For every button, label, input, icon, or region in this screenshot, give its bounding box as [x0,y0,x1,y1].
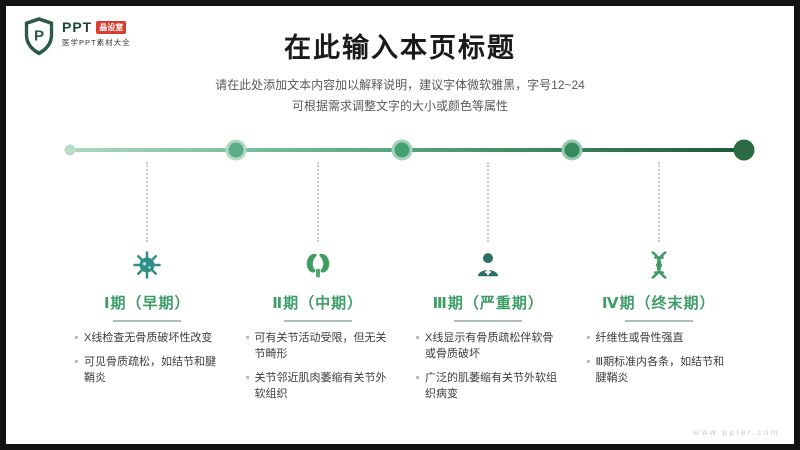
timeline-node-2 [391,139,413,161]
timeline-node-start [64,144,76,156]
stage-3: Ⅲ期（严重期） X线显示有骨质疏松伴软骨或骨质破坏 广泛的肌萎缩有关节外软组织病… [403,162,574,411]
timeline-node-end [733,139,755,161]
dna-icon [644,246,674,284]
stage-text-line: 广泛的肌萎缩有关节外软组织病变 [416,371,561,403]
stage-text-line: Ⅲ期标准内各条，如结节和腱鞘炎 [586,355,732,387]
timeline-stages: Ⅰ期（早期） X线检查无骨质破坏性改变 可见骨质疏松，如结节和腱鞘炎 Ⅱ期（中期… [62,162,744,411]
stage-text: X线显示有骨质疏松伴软骨或骨质破坏 广泛的肌萎缩有关节外软组织病变 [403,331,574,411]
brand-tagline: 医学PPT素材大全 [62,38,131,47]
stage-connector [146,162,149,242]
virus-icon [132,246,162,284]
stage-connector [316,162,319,242]
stage-title: Ⅲ期（严重期） [432,295,544,312]
brand-badge: 晶设室 [96,20,127,34]
stage-title: Ⅳ期（终末期） [602,295,716,312]
stage-title-underline [113,320,182,322]
brand-block: PPT 晶设室 医学PPT素材大全 [62,16,131,48]
page-subtitle-line1: 请在此处添加文本内容加以解释说明，建议字体微软雅黑，字号12~24 [215,78,585,92]
stage-text-line: 可有关节活动受限，但无关节畸形 [245,331,391,363]
stage-connector [657,162,660,242]
watermark: www.ppter.com [693,428,780,437]
stage-text-line: X线检查无骨质破坏性改变 [75,331,220,347]
timeline-node-3 [561,139,583,161]
header: 在此输入本页标题 请在此处添加文本内容加以解释说明，建议字体微软雅黑，字号12~… [6,26,794,117]
stage-1: Ⅰ期（早期） X线检查无骨质破坏性改变 可见骨质疏松，如结节和腱鞘炎 [62,162,233,411]
brand-name: PPT [62,19,93,35]
logo: P PPT 晶设室 医学PPT素材大全 [22,16,131,56]
stage-text-line: X线显示有骨质疏松伴软骨或骨质破坏 [416,331,561,363]
stage-2: Ⅱ期（中期） 可有关节活动受限，但无关节畸形 关节邻近肌肉萎缩有关节外软组织 [233,162,404,411]
page-title: 在此输入本页标题 [284,33,516,63]
stage-text-line: 纤维性或骨性强直 [586,331,732,347]
shield-logo-icon: P [22,16,56,56]
stage-text: X线检查无骨质破坏性改变 可见骨质疏松，如结节和腱鞘炎 [62,331,233,395]
doctor-icon [473,246,503,284]
stage-title: Ⅱ期（中期） [272,295,364,312]
stage-title-underline [283,320,352,322]
svg-text:P: P [34,28,44,45]
stage-4: Ⅳ期（终末期） 纤维性或骨性强直 Ⅲ期标准内各条，如结节和腱鞘炎 [574,162,745,411]
stage-title-underline [624,320,693,322]
page-subtitle: 请在此处添加文本内容加以解释说明，建议字体微软雅黑，字号12~24 可根据需求调… [6,75,794,117]
kidney-icon [303,246,333,284]
stage-text-line: 关节邻近肌肉萎缩有关节外软组织 [245,371,391,403]
stage-connector [487,162,490,242]
timeline-node-1 [225,139,247,161]
page-subtitle-line2: 可根据需求调整文字的大小或颜色等属性 [291,99,508,113]
stage-title: Ⅰ期（早期） [103,295,191,312]
stage-text: 纤维性或骨性强直 Ⅲ期标准内各条，如结节和腱鞘炎 [574,331,745,395]
stage-text-line: 可见骨质疏松，如结节和腱鞘炎 [75,355,220,387]
stage-title-underline [454,320,523,322]
stage-text: 可有关节活动受限，但无关节畸形 关节邻近肌肉萎缩有关节外软组织 [233,331,404,411]
